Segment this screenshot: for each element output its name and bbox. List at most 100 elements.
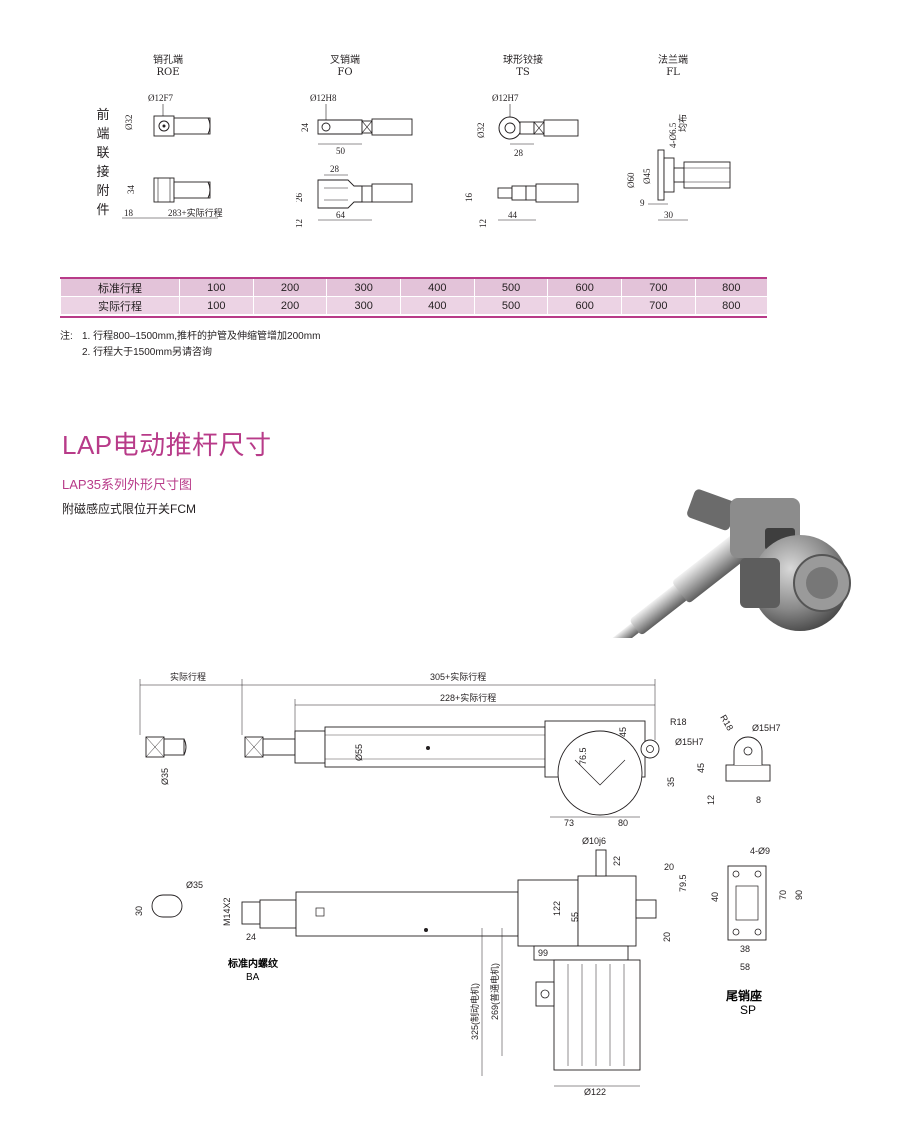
- sp-d38: 38: [740, 944, 750, 954]
- fo-d2: 24: [300, 123, 310, 133]
- note-line-1: 1. 行程800–1500mm,推杆的护管及伸缩管增加200mm: [82, 331, 321, 342]
- roe-d1: Ø12F7: [148, 93, 174, 103]
- cell: 300: [326, 279, 401, 297]
- bottom-d122b: Ø122: [584, 1087, 606, 1097]
- ts-d4: 16: [464, 193, 474, 203]
- sp-d70: 70: [778, 890, 788, 900]
- bottom-d269: 269(普通电机): [489, 963, 500, 1020]
- cell: 500: [473, 279, 548, 297]
- table-row: 实际行程 100 200 300 400 500 600 700 800: [60, 296, 767, 314]
- actuator-product-image: [602, 489, 851, 638]
- ts-drawing: Ø12H7 Ø32 28 16 12 44: [464, 93, 579, 228]
- cell: 700: [621, 279, 696, 297]
- bottom-d35: Ø35: [186, 880, 203, 890]
- bottom-d24: 24: [246, 932, 256, 942]
- row-label: 标准行程: [60, 279, 180, 297]
- sp-code: SP: [740, 1003, 756, 1017]
- main-drawing-bottom: Ø35 30 M14X2 24 标准内螺纹 BA Ø10j6 22 20 79.…: [134, 836, 804, 1097]
- cell: 800: [694, 279, 767, 297]
- stroke-table: 标准行程 100 200 300 400 500 600 700 800 实际行…: [60, 279, 767, 314]
- bottom-d10j6: Ø10j6: [582, 836, 606, 846]
- roe-d3: 34: [126, 185, 136, 195]
- fo-name: 叉销端: [330, 55, 360, 66]
- cell: 600: [547, 279, 622, 297]
- bottom-d795: 79.5: [678, 874, 688, 892]
- top-body-length: 228+实际行程: [440, 692, 496, 703]
- top-d45: 45: [618, 727, 628, 737]
- fl-d1: 4-Ø6.5: [668, 122, 678, 148]
- top-d15h7b: Ø15H7: [752, 723, 781, 733]
- cell: 500: [473, 296, 548, 314]
- ts-d6: 44: [508, 210, 518, 220]
- top-r18: R18: [670, 717, 687, 727]
- top-total-length: 305+实际行程: [430, 671, 486, 682]
- sp-holes: 4-Ø9: [750, 846, 770, 856]
- fo-d5: 26: [296, 193, 304, 203]
- ba-title: 标准内螺纹: [227, 957, 279, 970]
- fo-code: FO: [337, 67, 353, 78]
- cell: 700: [621, 296, 696, 314]
- fl-label: 法兰端 FL: [643, 55, 703, 79]
- top-d45b: 45: [696, 763, 706, 773]
- fl-drawing: 4-Ø6.5 均布 Ø60 Ø45 9 30: [626, 114, 731, 221]
- bottom-d22: 22: [612, 856, 622, 866]
- roe-drawing: Ø12F7 Ø32 34 18 283+实际行程: [122, 93, 223, 219]
- table-row: 标准行程 100 200 300 400 500 600 700 800: [60, 279, 767, 297]
- top-d55: Ø55: [354, 744, 364, 761]
- ba-code: BA: [246, 972, 260, 983]
- cell: 400: [400, 296, 475, 314]
- top-d765: 76.5: [578, 747, 588, 765]
- ts-d1: Ø12H7: [492, 93, 519, 103]
- ts-d3: 28: [514, 148, 524, 158]
- fo-d4: 28: [330, 164, 340, 174]
- fo-label: 叉销端 FO: [315, 55, 375, 79]
- section-subtitle: LAP35系列外形尺寸图: [62, 477, 193, 492]
- fl-d3: Ø45: [642, 168, 652, 184]
- front-fittings-label: 前端联接附件: [96, 108, 110, 218]
- roe-label: 销孔端 ROE: [138, 55, 198, 79]
- fl-d4: 9: [640, 198, 645, 208]
- fo-d7: 64: [336, 210, 346, 220]
- note-line-2: 2. 行程大于1500mm另请咨询: [82, 347, 213, 358]
- ts-d5: 12: [478, 219, 488, 228]
- top-d73: 73: [564, 818, 574, 828]
- bottom-d122: 122: [552, 901, 562, 916]
- fl-code: FL: [666, 67, 680, 78]
- bottom-m14: M14X2: [222, 897, 232, 926]
- sp-d58: 58: [740, 962, 750, 972]
- cell: 400: [400, 279, 475, 297]
- cell: 100: [179, 279, 254, 297]
- table-top-rule: [60, 277, 767, 279]
- cell: 200: [252, 296, 327, 314]
- sp-d40: 40: [710, 892, 720, 902]
- bottom-d325: 325(制动电机): [469, 983, 480, 1040]
- ts-code: TS: [516, 67, 530, 78]
- bottom-d20: 20: [664, 862, 674, 872]
- cell: 100: [179, 296, 254, 314]
- fl-d2: Ø60: [626, 172, 636, 188]
- roe-code: ROE: [156, 67, 180, 78]
- bottom-d30: 30: [134, 906, 144, 916]
- ts-label: 球形铰接 TS: [493, 55, 553, 79]
- top-d15h7: Ø15H7: [675, 737, 704, 747]
- bottom-d20b: 20: [662, 932, 672, 942]
- page-title: LAP电动推杆尺寸: [62, 430, 272, 460]
- fo-d1: Ø12H8: [310, 93, 337, 103]
- sp-title: 尾销座: [726, 988, 762, 1003]
- top-d35b: 35: [666, 777, 676, 787]
- notes-prefix: 注:: [60, 331, 73, 342]
- top-actual-stroke: 实际行程: [170, 671, 206, 682]
- roe-d2: Ø32: [124, 115, 134, 131]
- bottom-d55: 55: [570, 912, 580, 922]
- sp-d90: 90: [794, 890, 804, 900]
- fo-d6: 12: [296, 219, 304, 228]
- ts-name: 球形铰接: [503, 55, 543, 66]
- fo-drawing: Ø12H8 24 50 28 26 12 64: [296, 93, 413, 228]
- main-drawing-top: 实际行程 305+实际行程 228+实际行程 Ø35 Ø55 76.5 45 R…: [139, 671, 781, 828]
- roe-d5: 283+实际行程: [168, 207, 223, 218]
- cell: 600: [547, 296, 622, 314]
- cell: 800: [694, 296, 767, 314]
- roe-d4: 18: [124, 208, 134, 218]
- row-label: 实际行程: [60, 296, 180, 314]
- fl-name: 法兰端: [658, 55, 688, 66]
